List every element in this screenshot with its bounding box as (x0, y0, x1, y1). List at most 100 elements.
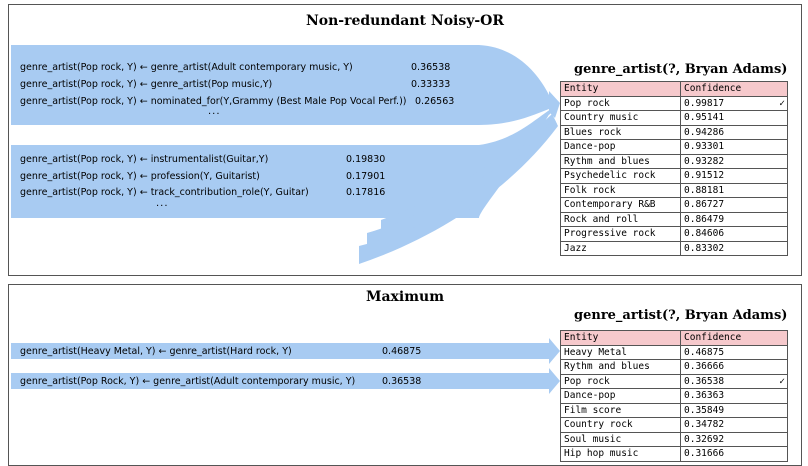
flow-arrow-tail-2 (367, 116, 557, 249)
ellipsis: ··· (156, 201, 169, 212)
entity-cell: Country rock (560, 417, 681, 433)
ellipsis: ··· (208, 109, 221, 120)
entity-cell: Jazz (560, 240, 681, 256)
rule-text: genre_artist(Pop rock, Y) ← genre_artist… (20, 79, 273, 90)
panel-title: Maximum (365, 289, 445, 305)
confidence-cell: 0.93282 (680, 153, 788, 169)
flow-arrow-group2 (11, 103, 560, 218)
entity-cell: Pop rock (560, 373, 681, 389)
rule-text: genre_artist(Pop rock, Y) ← profession(Y… (20, 171, 260, 182)
entity-cell: Pop rock (560, 95, 681, 111)
confidence-cell: 0.99817✓ (680, 95, 788, 111)
rule-text: genre_artist(Pop rock, Y) ← genre_artist… (20, 62, 353, 73)
rule-score: 0.33333 (411, 79, 451, 90)
query-title: genre_artist(?, Bryan Adams) (574, 62, 788, 77)
rule-score: 0.36538 (382, 376, 422, 387)
confidence-cell: 0.86479 (680, 211, 788, 227)
rule-score: 0.46875 (382, 346, 422, 357)
entity-cell: Film score (560, 402, 681, 418)
confidence-cell: 0.86727 (680, 197, 788, 213)
confidence-cell: 0.36666 (680, 359, 788, 375)
confidence-cell: 0.83302 (680, 240, 788, 256)
rule-score: 0.26563 (415, 96, 455, 107)
entity-cell: Rock and roll (560, 211, 681, 227)
confidence-cell: 0.46875 (680, 344, 788, 360)
entity-cell: Heavy Metal (560, 344, 681, 360)
rule-text: genre_artist(Pop rock, Y) ← instrumental… (20, 154, 269, 165)
confidence-header: Confidence (680, 330, 788, 346)
entity-cell: Rythm and blues (560, 359, 681, 375)
entity-header: Entity (560, 330, 681, 346)
entity-cell: Contemporary R&B (560, 197, 681, 213)
flow-arrow-tail-3 (359, 118, 558, 264)
entity-cell: Dance-pop (560, 388, 681, 404)
maximum-panel: Maximum genre_artist(Heavy Metal, Y) ← g… (8, 284, 802, 466)
table-header-row: Entity Confidence (560, 81, 788, 97)
rule-score: 0.36538 (411, 62, 451, 73)
confidence-cell: 0.31666 (680, 446, 788, 462)
rule-score: 0.17901 (346, 171, 386, 182)
noisy-or-panel: Non-redundant Noisy-OR genre_artist(Pop … (8, 4, 802, 276)
entity-header: Entity (560, 81, 681, 97)
rule-flow-arrows (11, 338, 560, 394)
rule-score: 0.17816 (346, 187, 386, 198)
table-header-row: Entity Confidence (560, 330, 788, 346)
confidence-cell: 0.94286 (680, 124, 788, 140)
entity-cell: Country music (560, 110, 681, 126)
check-icon: ✓ (779, 97, 785, 109)
rule-text: genre_artist(Heavy Metal, Y) ← genre_art… (20, 346, 292, 357)
entity-cell: Rythm and blues (560, 153, 681, 169)
entity-cell: Progressive rock (560, 226, 681, 242)
confidence-cell: 0.36538✓ (680, 373, 788, 389)
entity-cell: Dance-pop (560, 139, 681, 155)
rule-text: genre_artist(Pop Rock, Y) ← genre_artist… (20, 376, 356, 387)
flow-arrow-group1 (11, 45, 560, 125)
confidence-cell: 0.32692 (680, 431, 788, 447)
panel-title: Non-redundant Noisy-OR (305, 13, 505, 29)
confidence-cell: 0.91512 (680, 168, 788, 184)
rule-score: 0.19830 (346, 154, 386, 165)
entity-cell: Blues rock (560, 124, 681, 140)
entity-cell: Folk rock (560, 182, 681, 198)
confidence-cell: 0.35849 (680, 402, 788, 418)
check-icon: ✓ (779, 375, 785, 387)
confidence-cell: 0.95141 (680, 110, 788, 126)
confidence-cell: 0.88181 (680, 182, 788, 198)
rule-flow-arrows (11, 45, 560, 264)
rule-text: genre_artist(Pop rock, Y) ← track_contri… (20, 187, 309, 198)
entity-cell: Hip hop music (560, 446, 681, 462)
confidence-cell: 0.93301 (680, 139, 788, 155)
query-title: genre_artist(?, Bryan Adams) (574, 308, 788, 323)
confidence-cell: 0.36363 (680, 388, 788, 404)
confidence-cell: 0.34782 (680, 417, 788, 433)
confidence-header: Confidence (680, 81, 788, 97)
rule-text: genre_artist(Pop rock, Y) ← nominated_fo… (20, 96, 407, 107)
entity-cell: Psychedelic rock (560, 168, 681, 184)
entity-cell: Soul music (560, 431, 681, 447)
flow-arrow-tail-1 (381, 114, 556, 235)
flow-arrow-rule1 (11, 338, 560, 364)
confidence-cell: 0.84606 (680, 226, 788, 242)
flow-arrow-rule2 (11, 368, 560, 394)
